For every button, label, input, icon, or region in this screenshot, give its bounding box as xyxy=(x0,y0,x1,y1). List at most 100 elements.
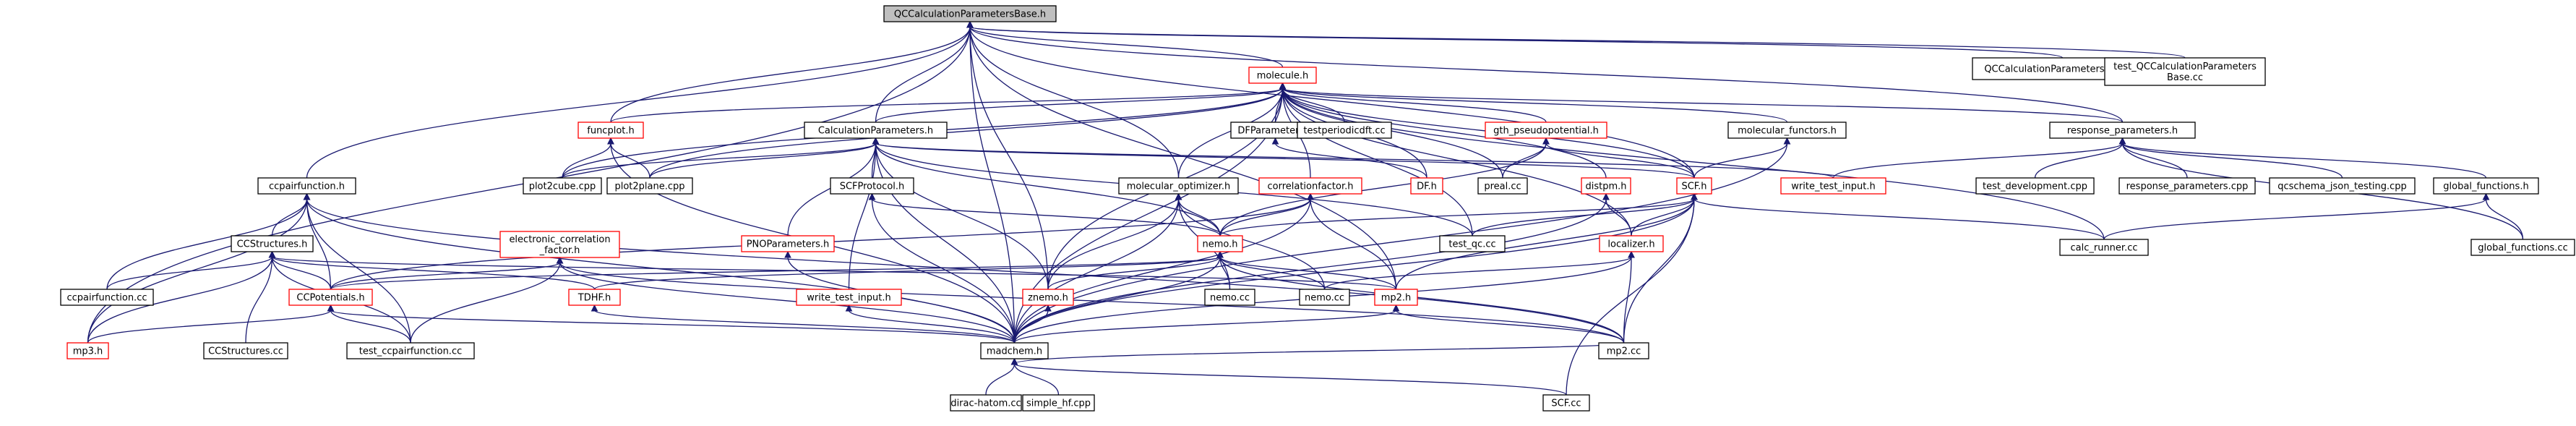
node-box xyxy=(804,122,948,139)
node-box xyxy=(2104,57,2266,86)
node-label: test_development.cpp xyxy=(1983,182,2087,192)
node-resp_cpp[interactable]: response_parameters.cpp xyxy=(2118,177,2256,195)
edge-madchem_h-to-elec_corr_h xyxy=(559,262,1016,344)
edge-localizer_h-to-distpm_h xyxy=(1605,198,1632,237)
node-plot2cube[interactable]: plot2cube.cpp xyxy=(523,177,602,195)
node-write_test_input_h2[interactable]: write_test_input.h xyxy=(796,289,902,306)
arrowhead xyxy=(1175,192,1182,200)
edge-gth_h-to-molecule_h xyxy=(1281,88,1547,123)
node-box xyxy=(1542,394,1590,412)
node-root[interactable]: QCCalculationParametersBase.h xyxy=(883,5,1057,22)
node-label: localizer.h xyxy=(1607,239,1654,250)
edge-scf_cc-to-madchem_h xyxy=(1013,363,1567,396)
node-test_ccpair[interactable]: test_ccpairfunction.cc xyxy=(346,342,475,359)
node-pnoparams_h[interactable]: PNOParameters.h xyxy=(741,235,835,252)
edge-madchem_h-to-distpm_h xyxy=(1013,198,1607,344)
node-scfprotocol_h[interactable]: SCFProtocol.h xyxy=(830,177,914,195)
node-label: QCCalculationParametersBase.h xyxy=(894,9,1046,20)
node-ccstructures_cc[interactable]: CCStructures.cc xyxy=(203,342,288,359)
node-label: mp2.cc xyxy=(1607,346,1641,357)
node-label: plot2plane.cpp xyxy=(614,182,684,192)
node-test_dev[interactable]: test_development.cpp xyxy=(1975,177,2095,195)
node-ccpair_h[interactable]: ccpairfunction.h xyxy=(257,177,356,195)
node-test_qc[interactable]: test_qc.cc xyxy=(1439,235,1506,252)
edge-scf_h-to-calcparams_h xyxy=(875,142,1695,179)
edge-znemo_h-to-nemo_h xyxy=(1047,256,1221,290)
node-df_h[interactable]: DF.h xyxy=(1410,177,1443,195)
node-madchem_h[interactable]: madchem.h xyxy=(980,342,1049,359)
node-label: DFParameters.h xyxy=(1237,126,1313,137)
node-nemo_h[interactable]: nemo.h xyxy=(1197,235,1243,252)
edge-madchem_h-to-tdhf_h xyxy=(593,310,1016,344)
arrowhead xyxy=(1010,357,1018,365)
node-label: global_functions.h xyxy=(2443,182,2528,192)
edge-test_qc-to-scf_h xyxy=(1472,198,1695,237)
node-label: nemo.cc xyxy=(1210,293,1250,304)
edge-mp2_cc-to-localizer_h xyxy=(1623,256,1632,344)
node-preal[interactable]: preal.cc xyxy=(1477,177,1528,195)
node-write_test_input_h1[interactable]: write_test_input.h xyxy=(1780,177,1886,195)
node-nemo_cc2[interactable]: nemo.cc xyxy=(1299,289,1350,306)
edge-test_qccalc-to-root xyxy=(969,26,2186,59)
node-label: write_test_input.h xyxy=(1791,182,1875,192)
node-label: QCCalculationParametersBase.cc xyxy=(1984,64,2140,75)
edge-mp2_cc-to-mp2_h xyxy=(1395,310,1625,344)
node-box xyxy=(203,342,288,359)
edge-scf_h-to-root xyxy=(969,26,1695,179)
arrowhead xyxy=(2482,192,2490,200)
node-box xyxy=(2470,239,2575,256)
node-label: calc_runner.cc xyxy=(2070,243,2137,254)
edge-molfunctors_h-to-molecule_h xyxy=(1281,88,1788,123)
node-dirac[interactable]: dirac-hatom.cc xyxy=(950,394,1022,412)
arrowhead xyxy=(872,137,880,145)
node-tdhf_h[interactable]: TDHF.h xyxy=(568,289,621,306)
node-box xyxy=(60,289,154,306)
node-scf_h[interactable]: SCF.h xyxy=(1676,177,1712,195)
node-nemo_cc1[interactable]: nemo.cc xyxy=(1204,289,1255,306)
node-funcplot_h[interactable]: funcplot.h xyxy=(578,122,644,139)
arrowhead xyxy=(327,304,335,312)
node-localizer_h[interactable]: localizer.h xyxy=(1599,235,1664,252)
edge-mp2_h-to-ccstructures_h xyxy=(271,256,1397,290)
node-molfunctors_h[interactable]: molecular_functors.h xyxy=(1727,122,1847,139)
node-label: SCF.cc xyxy=(1551,399,1581,409)
node-calc_runner[interactable]: calc_runner.cc xyxy=(2059,239,2149,256)
node-ccpair_cc[interactable]: ccpairfunction.cc xyxy=(60,289,154,306)
node-plot2plane[interactable]: plot2plane.cpp xyxy=(606,177,693,195)
edge-dirac-to-madchem_h xyxy=(985,363,1016,396)
node-elec_corr_h[interactable]: electronic_correlation_factor.h xyxy=(499,231,620,258)
node-mp2_cc[interactable]: mp2.cc xyxy=(1598,342,1649,359)
node-znemo_h[interactable]: znemo.h xyxy=(1022,289,1074,306)
node-label: test_qc.cc xyxy=(1448,239,1495,250)
node-gth_h[interactable]: gth_pseudopotential.h xyxy=(1485,122,1607,139)
node-test_qccalc[interactable]: test_QCCalculationParametersBase.cc xyxy=(2104,57,2266,86)
node-label: molecule.h xyxy=(1257,71,1309,82)
node-calcparams_h[interactable]: CalculationParameters.h xyxy=(804,122,948,139)
edge-resp_cpp-to-respparams_h xyxy=(2121,142,2188,179)
node-molopt_h[interactable]: molecular_optimizer.h xyxy=(1118,177,1239,195)
node-global_cc[interactable]: global_functions.cc xyxy=(2470,239,2575,256)
node-distpm_h[interactable]: distpm.h xyxy=(1581,177,1631,195)
node-ccpotentials_h[interactable]: CCPotentials.h xyxy=(288,289,373,306)
edge-mp2_h-to-corrfac_h xyxy=(1310,198,1397,290)
arrowhead xyxy=(1307,192,1314,200)
node-global_h[interactable]: global_functions.h xyxy=(2433,177,2539,195)
node-corrfac_h[interactable]: correlationfactor.h xyxy=(1258,177,1362,195)
node-simple_hf[interactable]: simple_hf.cpp xyxy=(1022,394,1095,412)
node-respparams_h[interactable]: response_parameters.h xyxy=(2049,122,2196,139)
node-testperiodic[interactable]: testperiodicdft.cc xyxy=(1297,122,1392,139)
edge-global_h-to-respparams_h xyxy=(2121,142,2487,179)
arrowhead xyxy=(1542,137,1550,145)
node-scf_cc[interactable]: SCF.cc xyxy=(1542,394,1590,412)
node-box xyxy=(1299,289,1350,306)
node-mp3_h[interactable]: mp3.h xyxy=(66,342,109,359)
node-qcschema[interactable]: qcschema_json_testing.cpp xyxy=(2269,177,2416,195)
node-label: TDHF.h xyxy=(578,293,611,304)
node-mp2_h[interactable]: mp2.h xyxy=(1374,289,1418,306)
edge-nemo_h-to-corrfac_h xyxy=(1219,198,1311,237)
node-label: funcplot.h xyxy=(587,126,635,137)
node-ccstructures_h[interactable]: CCStructures.h xyxy=(231,235,314,252)
arrowhead xyxy=(784,250,791,258)
node-molecule_h[interactable]: molecule.h xyxy=(1248,67,1317,84)
